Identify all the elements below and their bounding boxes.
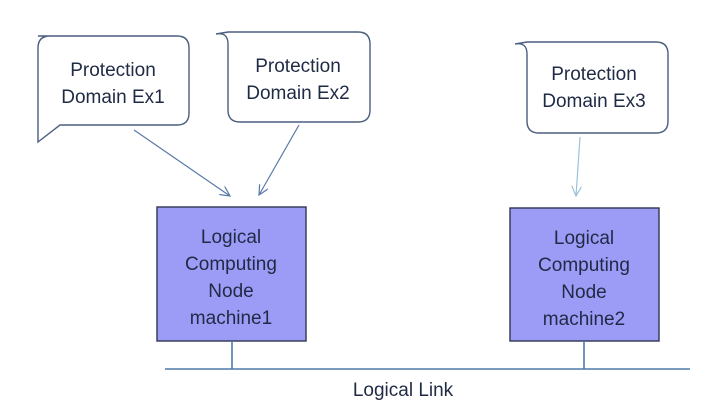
node-machine1: Logical Computing Node machine1: [156, 206, 307, 342]
callout-protection-domain-ex3: Protection Domain Ex3: [514, 41, 669, 134]
node-line2: Computing: [185, 254, 277, 275]
node-line1: Logical: [201, 227, 261, 248]
node-line4: machine2: [543, 309, 625, 330]
callout-line1: Protection: [255, 56, 341, 77]
node-line1: Logical: [554, 228, 614, 249]
arrow-ex2-to-machine1: [259, 124, 300, 195]
callout-protection-domain-ex2: Protection Domain Ex2: [215, 31, 371, 123]
callout-line1: Protection: [70, 60, 156, 81]
callout-shape: [37, 35, 190, 144]
node-line3: Node: [561, 282, 606, 303]
node-machine2: Logical Computing Node machine2: [509, 207, 660, 342]
node-line3: Node: [208, 281, 253, 302]
callout-shape: [215, 31, 371, 123]
callout-line1: Protection: [551, 64, 637, 85]
arrow-ex1-to-machine1: [133, 129, 230, 196]
arrow-ex3-to-machine2: [576, 136, 580, 196]
node-line2: Computing: [538, 255, 630, 276]
callout-line2: Domain Ex3: [542, 91, 646, 112]
logical-link-label: Logical Link: [353, 380, 454, 401]
callout-line2: Domain Ex2: [246, 83, 350, 104]
callout-protection-domain-ex1: Protection Domain Ex1: [37, 35, 190, 144]
callout-shape: [514, 41, 669, 134]
node-line4: machine1: [190, 308, 272, 329]
node-box: [156, 206, 307, 342]
callout-line2: Domain Ex1: [61, 87, 165, 108]
